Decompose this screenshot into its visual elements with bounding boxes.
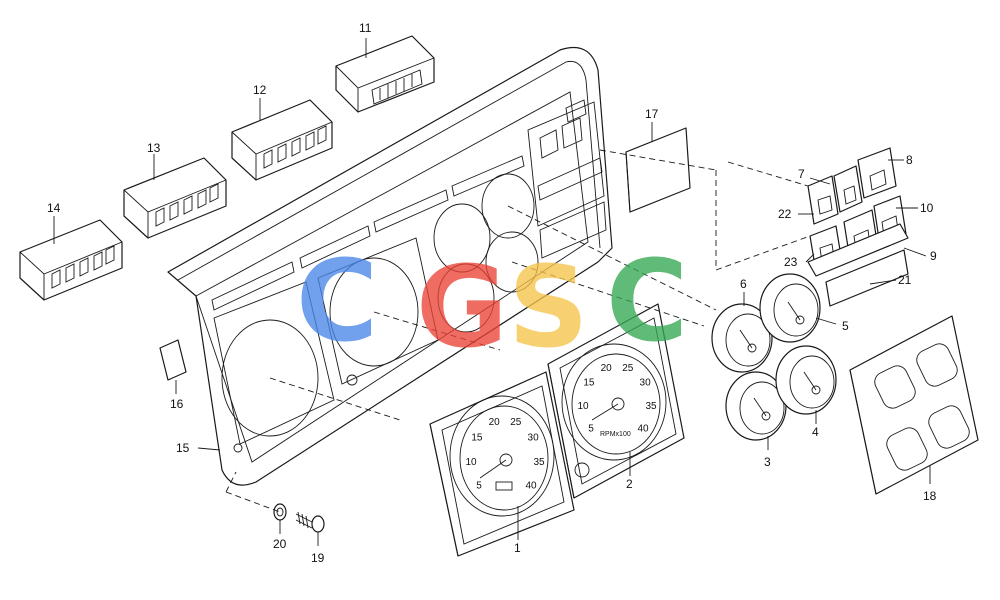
callout-11: 11 bbox=[359, 21, 372, 35]
speedometer-dial-number: 15 bbox=[471, 433, 483, 444]
assembly-lines bbox=[225, 149, 717, 513]
switch-module-11 bbox=[335, 35, 435, 113]
callout-5: 5 bbox=[842, 319, 849, 333]
callout-8: 8 bbox=[906, 153, 913, 167]
speedometer-dial-number: 10 bbox=[465, 457, 477, 468]
callout-3: 3 bbox=[764, 455, 771, 469]
speedometer-dial-number: 25 bbox=[510, 417, 522, 428]
callout-23: 23 bbox=[784, 255, 798, 269]
callout-19: 19 bbox=[311, 551, 325, 565]
small-gauge-4 bbox=[775, 345, 837, 415]
callout-1: 1 bbox=[514, 541, 521, 555]
callout-13: 13 bbox=[147, 141, 161, 155]
callout-10: 10 bbox=[920, 201, 934, 215]
tachometer-dial-number: 10 bbox=[577, 401, 589, 412]
watermark-letter-g: G bbox=[416, 243, 508, 373]
speedometer-dial-number: 20 bbox=[489, 417, 501, 428]
tachometer-dial-number: 25 bbox=[622, 363, 634, 374]
tachometer-dial-number: 15 bbox=[583, 378, 595, 389]
watermark-letter-c1: C bbox=[296, 237, 378, 367]
switch-module-14 bbox=[19, 219, 123, 301]
callout-14: 14 bbox=[47, 201, 61, 215]
callout-17: 17 bbox=[645, 107, 659, 121]
callout-16: 16 bbox=[170, 397, 184, 411]
callout-7: 7 bbox=[798, 167, 805, 181]
speedometer-dial-number: 40 bbox=[525, 481, 537, 492]
tachometer-dial-number: 20 bbox=[601, 363, 613, 374]
switch-module-12 bbox=[231, 99, 333, 181]
leader-lines bbox=[53, 38, 931, 546]
callout-labels: 1 2 3 4 5 6 7 8 9 10 11 12 13 14 15 16 1… bbox=[47, 21, 937, 565]
callout-20: 20 bbox=[273, 537, 287, 551]
callout-6: 6 bbox=[740, 277, 747, 291]
callout-15: 15 bbox=[176, 441, 190, 455]
gauge-mask-18 bbox=[849, 315, 979, 495]
dashboard-housing bbox=[167, 46, 613, 486]
cgsc-watermark: C G S C bbox=[296, 237, 688, 373]
speedometer-dial-number: 5 bbox=[476, 481, 482, 492]
tachometer-dial-numbers: 5 10 15 20 25 30 35 40 bbox=[577, 363, 657, 434]
callout-18: 18 bbox=[923, 489, 937, 503]
speedometer-dial-number: 30 bbox=[528, 433, 540, 444]
small-gauge-6 bbox=[711, 303, 773, 373]
small-gauge-5 bbox=[759, 273, 821, 343]
blank-plate-17 bbox=[625, 127, 691, 213]
screw-19 bbox=[295, 511, 325, 533]
callout-12: 12 bbox=[253, 83, 267, 97]
tachometer-dial-number: 35 bbox=[645, 401, 657, 412]
washer-20 bbox=[273, 503, 287, 521]
callout-9: 9 bbox=[930, 249, 937, 263]
switch-cluster bbox=[715, 147, 909, 307]
tachometer-dial-number: 5 bbox=[588, 423, 594, 434]
speedometer-dial-number: 35 bbox=[533, 457, 545, 468]
callout-2: 2 bbox=[626, 477, 633, 491]
speedometer-dial-numbers: 5 10 15 20 25 30 35 40 bbox=[465, 417, 545, 492]
callout-4: 4 bbox=[812, 425, 819, 439]
callout-21: 21 bbox=[898, 273, 912, 287]
cover-16 bbox=[159, 339, 187, 381]
speedometer-1 bbox=[429, 371, 575, 557]
watermark-letter-s: S bbox=[508, 243, 589, 373]
switch-module-13 bbox=[123, 157, 227, 239]
tachometer-unit-label: RPMx100 bbox=[600, 431, 631, 438]
watermark-letter-c2: C bbox=[606, 237, 688, 367]
callout-22: 22 bbox=[778, 207, 792, 221]
tachometer-dial-number: 30 bbox=[640, 378, 652, 389]
tachometer-2 bbox=[547, 303, 685, 499]
tachometer-dial-number: 40 bbox=[637, 423, 649, 434]
